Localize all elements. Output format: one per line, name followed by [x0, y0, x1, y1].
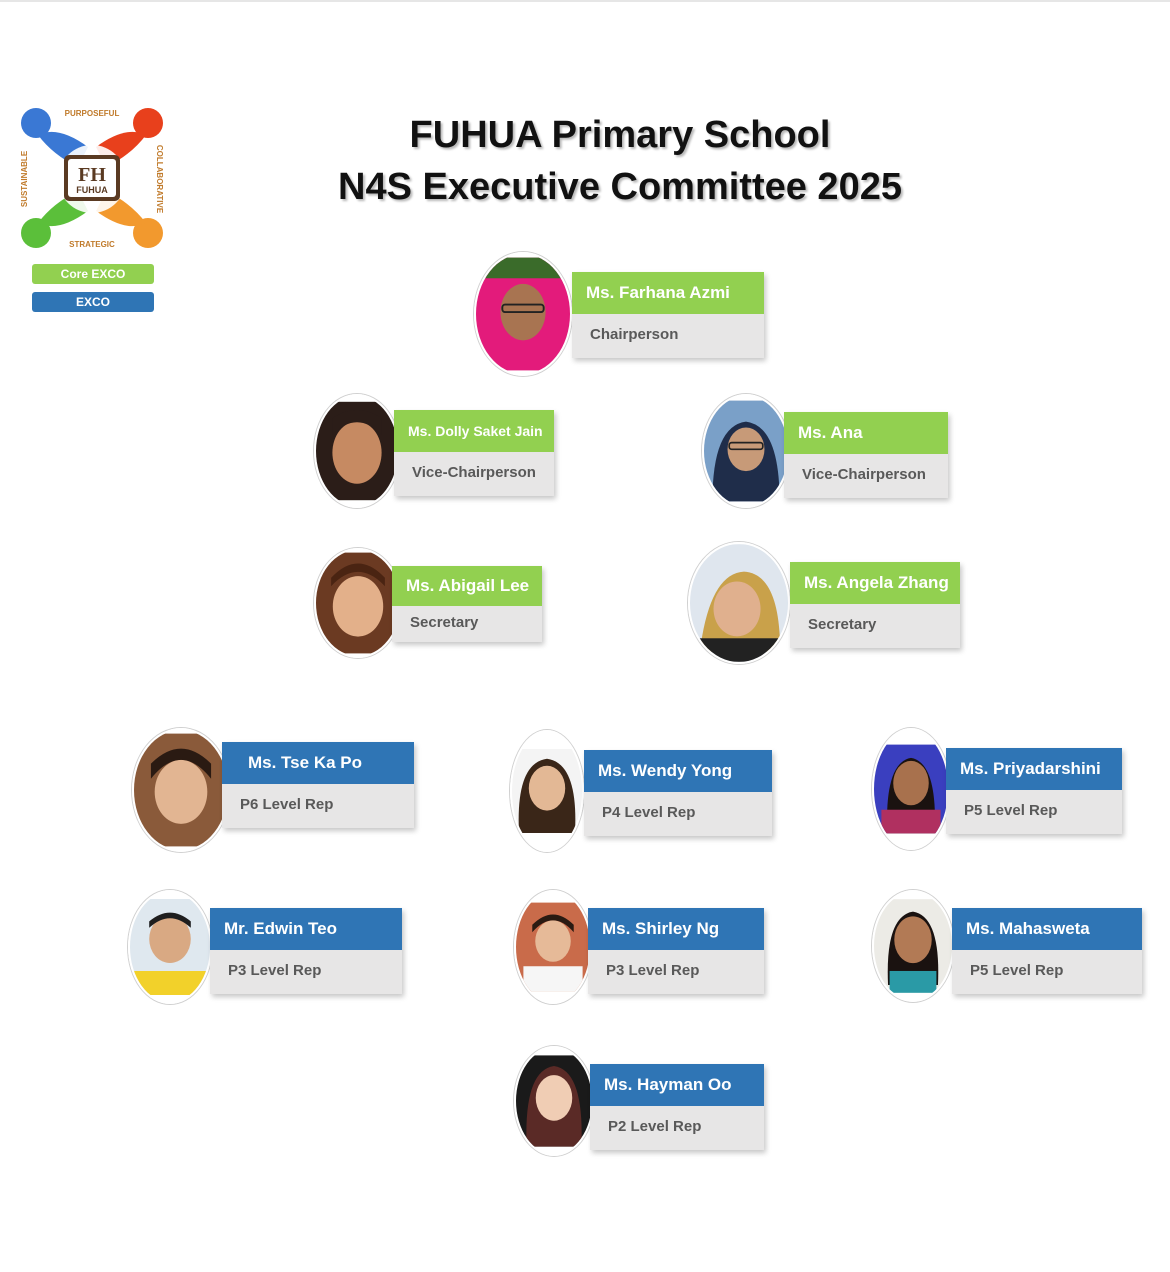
- logo-text-right: COLLABORATIVE: [155, 145, 164, 214]
- member-role: P3 Level Rep: [588, 950, 764, 994]
- logo-text-top: PURPOSEFUL: [65, 109, 120, 118]
- member-role: P3 Level Rep: [210, 950, 402, 994]
- member-name: Ms. Wendy Yong: [584, 750, 772, 792]
- member-photo: [872, 890, 954, 1002]
- member-role: Vice-Chairperson: [784, 454, 948, 498]
- member-photo: [872, 728, 950, 850]
- member-role: Secretary: [790, 604, 960, 648]
- member-photo: [314, 548, 402, 658]
- member-name: Ms. Ana: [784, 412, 948, 454]
- member-role: Chairperson: [572, 314, 764, 358]
- member-role: P2 Level Rep: [590, 1106, 764, 1150]
- member-name: Ms. Farhana Azmi: [572, 272, 764, 314]
- member-photo: [514, 890, 592, 1004]
- member-role: P5 Level Rep: [952, 950, 1142, 994]
- page-subtitle: N4S Executive Committee 2025: [338, 166, 902, 208]
- legend-exco: EXCO: [32, 292, 154, 312]
- page-title: FUHUA Primary School: [409, 114, 831, 156]
- member-name: Ms. Mahasweta: [952, 908, 1142, 950]
- member-role: Secretary: [392, 606, 542, 642]
- member-name: Ms. Priyadarshini: [946, 748, 1122, 790]
- member-role: P6 Level Rep: [222, 784, 414, 828]
- member-photo: [688, 542, 790, 664]
- top-border: [0, 0, 1170, 2]
- member-name: Ms. Angela Zhang: [790, 562, 960, 604]
- member-photo: [128, 890, 212, 1004]
- member-name: Ms. Dolly Saket Jain: [394, 410, 554, 452]
- member-name: Ms. Tse Ka Po: [222, 742, 414, 784]
- logo-center-text: FUHUA: [76, 185, 108, 195]
- member-role: Vice-Chairperson: [394, 452, 554, 496]
- member-photo: [510, 730, 584, 852]
- member-role: P4 Level Rep: [584, 792, 772, 836]
- member-name: Ms. Abigail Lee: [392, 566, 542, 606]
- logo-text-bottom: STRATEGIC: [69, 240, 115, 249]
- member-name: Mr. Edwin Teo: [210, 908, 402, 950]
- logo-monogram: FH: [78, 164, 106, 186]
- logo-text-left: SUSTAINABLE: [20, 150, 29, 207]
- member-photo: [514, 1046, 594, 1156]
- member-photo: [132, 728, 230, 852]
- member-photo: [474, 252, 572, 376]
- member-photo: [314, 394, 400, 508]
- member-name: Ms. Hayman Oo: [590, 1064, 764, 1106]
- member-photo: [702, 394, 790, 508]
- member-name: Ms. Shirley Ng: [588, 908, 764, 950]
- member-role: P5 Level Rep: [946, 790, 1122, 834]
- school-logo: FH FUHUA PURPOSEFUL STRATEGIC SUSTAINABL…: [18, 105, 166, 253]
- legend-core-exco: Core EXCO: [32, 264, 154, 284]
